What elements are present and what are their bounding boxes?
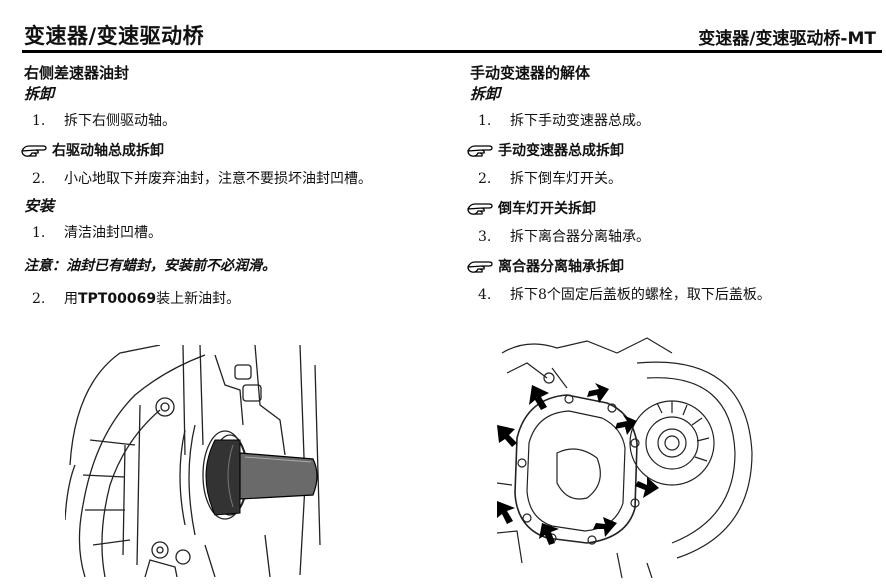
right-column: 手动变速器的解体 拆卸 1. 拆下手动变速器总成。 手动变速器总成拆卸 2. 拆下倒… — [467, 58, 880, 312]
left-column: 右侧差速器油封 拆卸 1. 拆下右侧驱动轴。 右驱动轴总成拆卸 2. 小心地取下并废… — [21, 58, 449, 316]
step-item: 2. 用TPT00069装上新油封。 — [24, 282, 449, 316]
reference-text: 右驱动轴总成拆卸 — [52, 143, 164, 159]
bolt-arrows — [497, 383, 659, 545]
caution-note: 注意：油封已有蜡封，安装前不必润滑。 — [24, 258, 276, 274]
arrow-icon — [593, 517, 617, 537]
section-title: 手动变速器的解体 — [470, 64, 591, 82]
step-item: 1. 拆下右侧驱动轴。 — [24, 104, 449, 138]
step-item: 1. 拆下手动变速器总成。 — [470, 104, 880, 138]
step-text-prefix: 用 — [64, 291, 78, 307]
step-number: 1. — [32, 113, 46, 129]
reference-text: 离合器分离轴承拆卸 — [498, 259, 624, 275]
install-title: 安装 — [24, 197, 55, 215]
step-text: 拆下倒车灯开关。 — [510, 171, 622, 187]
pointing-hand-icon — [21, 145, 47, 157]
seal-installation-figure — [64, 344, 325, 578]
step-text: 清洁油封凹槽。 — [64, 225, 162, 241]
pointing-hand-icon — [467, 145, 493, 157]
reference-link[interactable]: 手动变速器总成拆卸 — [466, 138, 880, 162]
page-header-section: 变速器/变速驱动桥-MT — [698, 29, 876, 49]
seal-installation-drawing — [64, 344, 321, 578]
rear-cover-drawing — [496, 337, 753, 579]
section-title: 右侧差速器油封 — [24, 64, 130, 82]
reference-text: 倒车灯开关拆卸 — [498, 201, 596, 217]
page-header-title: 变速器/变速驱动桥 — [24, 24, 205, 48]
rear-cover-figure — [496, 333, 757, 579]
step-text-suffix: 装上新油封。 — [156, 291, 241, 307]
step-item: 4. 拆下8个固定后盖板的螺栓，取下后盖板。 — [470, 278, 880, 312]
pointing-hand-icon — [467, 203, 493, 215]
arrow-icon — [615, 415, 637, 435]
step-number: 2. — [478, 171, 492, 187]
step-item: 2. 小心地取下并废弃油封，注意不要损坏油封凹槽。 — [24, 162, 449, 196]
reference-link[interactable]: 右驱动轴总成拆卸 — [20, 138, 449, 162]
step-text: 拆下手动变速器总成。 — [510, 113, 650, 129]
tool-code: TPT00069 — [78, 291, 157, 307]
step-text: 拆下离合器分离轴承。 — [510, 229, 650, 245]
step-number: 1. — [32, 225, 46, 241]
step-item: 1. 清洁油封凹槽。 — [24, 216, 449, 250]
arrow-icon — [497, 425, 517, 447]
reference-text: 手动变速器总成拆卸 — [498, 143, 624, 159]
step-item: 3. 拆下离合器分离轴承。 — [470, 220, 880, 254]
pointing-hand-icon — [467, 261, 493, 273]
arrow-icon — [497, 501, 515, 524]
step-text: 拆下右侧驱动轴。 — [64, 113, 176, 129]
removal-title: 拆卸 — [24, 85, 55, 103]
step-number: 2. — [32, 291, 46, 307]
step-item: 2. 拆下倒车灯开关。 — [470, 162, 880, 196]
arrow-icon — [587, 383, 609, 403]
removal-title: 拆卸 — [470, 85, 501, 103]
step-number: 3. — [478, 229, 492, 245]
arrow-icon — [539, 523, 559, 545]
step-number: 4. — [478, 287, 492, 303]
step-number: 2. — [32, 171, 46, 187]
step-text: 小心地取下并废弃油封，注意不要损坏油封凹槽。 — [64, 171, 372, 187]
arrow-icon — [529, 385, 549, 410]
step-text: 拆下8个固定后盖板的螺栓，取下后盖板。 — [510, 287, 771, 303]
reference-link[interactable]: 离合器分离轴承拆卸 — [466, 254, 880, 278]
arrow-icon — [635, 477, 659, 498]
reference-link[interactable]: 倒车灯开关拆卸 — [466, 196, 880, 220]
header-rule — [22, 50, 882, 53]
step-number: 1. — [478, 113, 492, 129]
